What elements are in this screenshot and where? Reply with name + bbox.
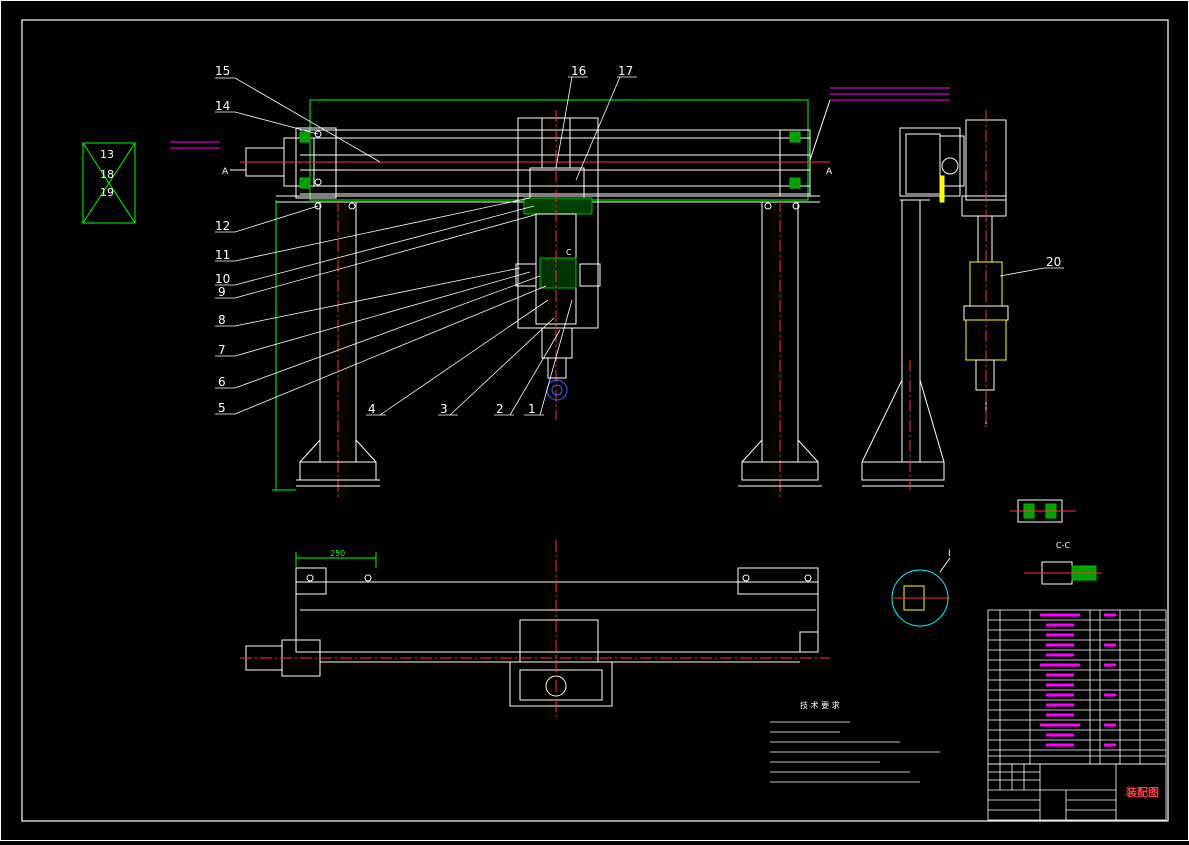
part-number-8: 8 — [218, 313, 226, 327]
part-number-12: 12 — [215, 219, 230, 233]
title-block — [987, 763, 1167, 821]
box-label-19: 19 — [100, 186, 114, 199]
magenta-annotations — [170, 87, 950, 161]
tech-req-title: 技 术 要 求 — [800, 700, 840, 710]
detail-pin — [1010, 499, 1076, 523]
section-c-mark: C — [566, 248, 572, 257]
detail-i — [891, 557, 951, 627]
section-cc — [1024, 561, 1102, 585]
inner-frame — [21, 19, 1169, 822]
part-number-10: 10 — [215, 272, 230, 286]
top-view — [240, 540, 830, 720]
label-box: 13 18 19 — [82, 142, 136, 224]
part-number-11: 11 — [215, 248, 230, 262]
part-number-2: 2 — [496, 402, 504, 416]
parts-list — [987, 609, 1167, 765]
section-a-right: A — [826, 167, 833, 177]
box-label-13: 13 — [100, 148, 114, 161]
part-number-9: 9 — [218, 285, 226, 299]
dimension-250: 250 — [330, 549, 345, 558]
section-a-left: A — [222, 167, 229, 177]
parts-list-magenta-entries — [1040, 613, 1116, 747]
detail-i-label: I — [948, 549, 951, 559]
part-number-14: 14 — [215, 99, 230, 113]
part-number-20: 20 — [1046, 255, 1061, 269]
part-number-5: 5 — [218, 401, 226, 415]
tech-req-lines — [770, 721, 940, 783]
part-leaders — [215, 76, 1064, 416]
part-number-17: 17 — [618, 64, 633, 78]
part-number-4: 4 — [368, 402, 376, 416]
section-cc-label: C-C — [1056, 541, 1070, 550]
front-view — [240, 99, 830, 500]
side-view — [861, 110, 1009, 490]
part-number-3: 3 — [440, 402, 448, 416]
part-number-6: 6 — [218, 375, 226, 389]
part-number-7: 7 — [218, 343, 226, 357]
part-number-1: 1 — [528, 402, 536, 416]
part-number-15: 15 — [215, 64, 230, 78]
part-number-16: 16 — [571, 64, 586, 78]
box-label-18: 18 — [100, 168, 114, 181]
part-numbers: 1 2 3 4 5 6 7 8 9 10 11 12 14 15 16 17 2… — [215, 64, 1061, 416]
title-block-name: 装配图 — [1125, 785, 1159, 799]
